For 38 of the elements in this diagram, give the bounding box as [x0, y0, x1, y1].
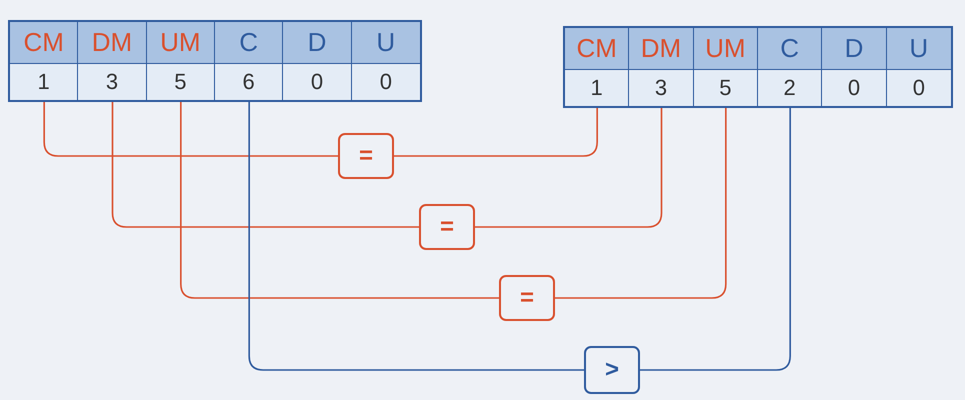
digit-cell: 0: [352, 64, 420, 100]
column-header: CM: [10, 22, 78, 64]
digit-cell: 1: [565, 70, 630, 106]
connector-line: [475, 106, 662, 228]
connector-line: [248, 100, 584, 371]
digit-cell: 6: [215, 64, 284, 100]
column-header: CM: [565, 28, 630, 70]
column-header: UM: [694, 28, 758, 70]
place-value-table: [8, 20, 422, 102]
column-header: C: [758, 28, 822, 70]
digit-cell: 0: [283, 64, 352, 100]
digit-cell: 2: [758, 70, 822, 106]
digit-cell: 0: [886, 70, 951, 106]
column-header: U: [886, 28, 951, 70]
column-header: DM: [629, 28, 694, 70]
digit-cell: 1: [10, 64, 78, 100]
digit-cell: 5: [694, 70, 758, 106]
column-header: DM: [78, 22, 147, 64]
column-header: C: [215, 22, 284, 64]
column-header: U: [352, 22, 420, 64]
digit-cell: 0: [822, 70, 887, 106]
column-header: UM: [146, 22, 215, 64]
digit-cell: 3: [629, 70, 694, 106]
connector-line: [640, 106, 791, 371]
comparison-box: =: [419, 204, 475, 250]
digit-cell: 3: [78, 64, 147, 100]
digit-cell: 5: [146, 64, 215, 100]
connector-line: [394, 106, 598, 157]
connector-line: [180, 100, 499, 299]
connector-line: [43, 100, 338, 157]
column-header: D: [822, 28, 887, 70]
column-header: D: [283, 22, 352, 64]
comparison-box: >: [584, 346, 640, 394]
place-value-table: [563, 26, 953, 108]
comparison-box: =: [338, 133, 394, 179]
connector-line: [555, 106, 727, 299]
connector-line: [112, 100, 419, 228]
comparison-box: =: [499, 275, 555, 321]
